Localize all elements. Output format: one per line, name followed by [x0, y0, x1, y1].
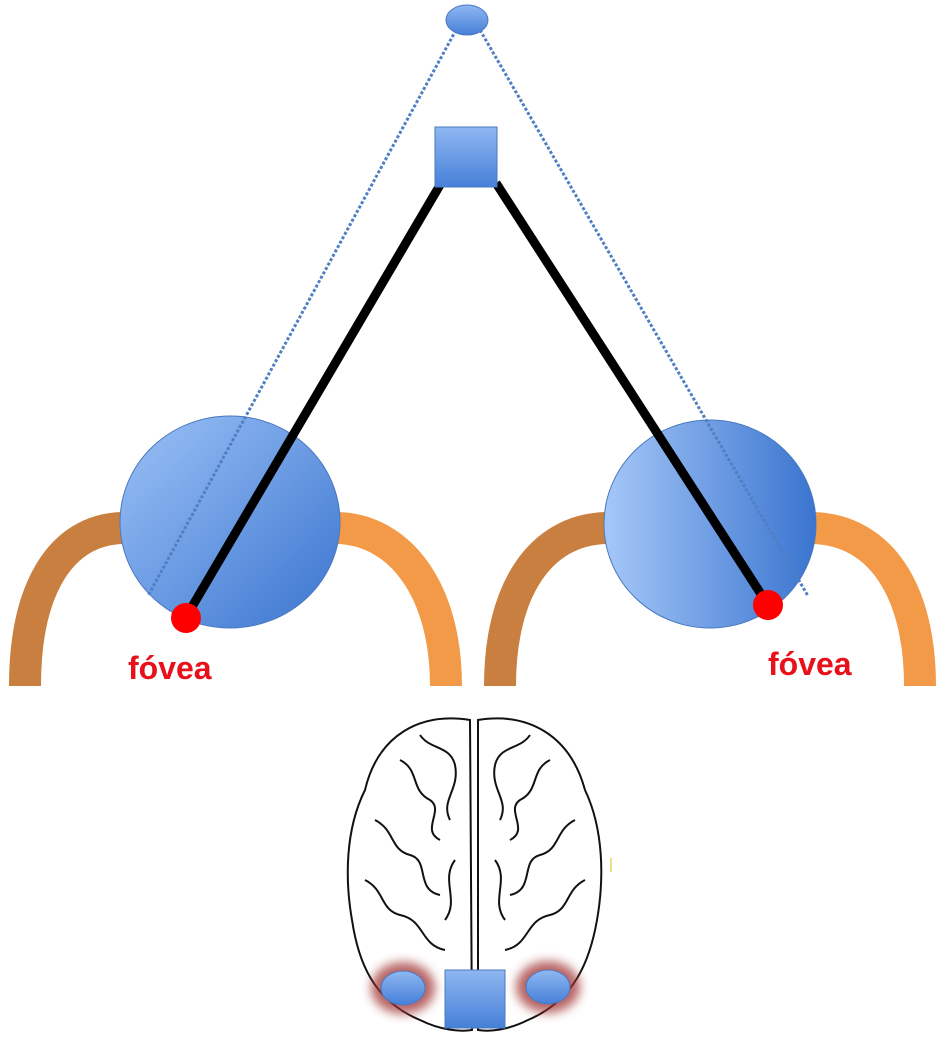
right-fovea-label: fóvea: [768, 646, 852, 682]
right-eye-socket-outer: [811, 512, 936, 687]
brain-illustration: [346, 717, 603, 1032]
sight-line-left: [182, 182, 444, 620]
far-object: [445, 4, 489, 36]
right-fovea-dot: [753, 590, 783, 620]
left-eye-socket-inner: [336, 512, 462, 687]
right-eye-socket-inner: [484, 512, 608, 687]
brain-left-object: [380, 970, 426, 1006]
brain-center-object: [444, 969, 506, 1029]
dotted-line-left: [146, 29, 458, 597]
left-fovea-label: fóvea: [128, 650, 212, 686]
sight-line-right: [492, 180, 772, 608]
right-eye: [603, 419, 817, 629]
left-eye-socket-outer: [9, 512, 124, 687]
left-fovea-dot: [171, 603, 201, 633]
left-eye: [119, 415, 341, 629]
brain-right-object: [525, 969, 571, 1005]
fixated-object: [434, 126, 498, 188]
dotted-line-right: [478, 29, 810, 597]
